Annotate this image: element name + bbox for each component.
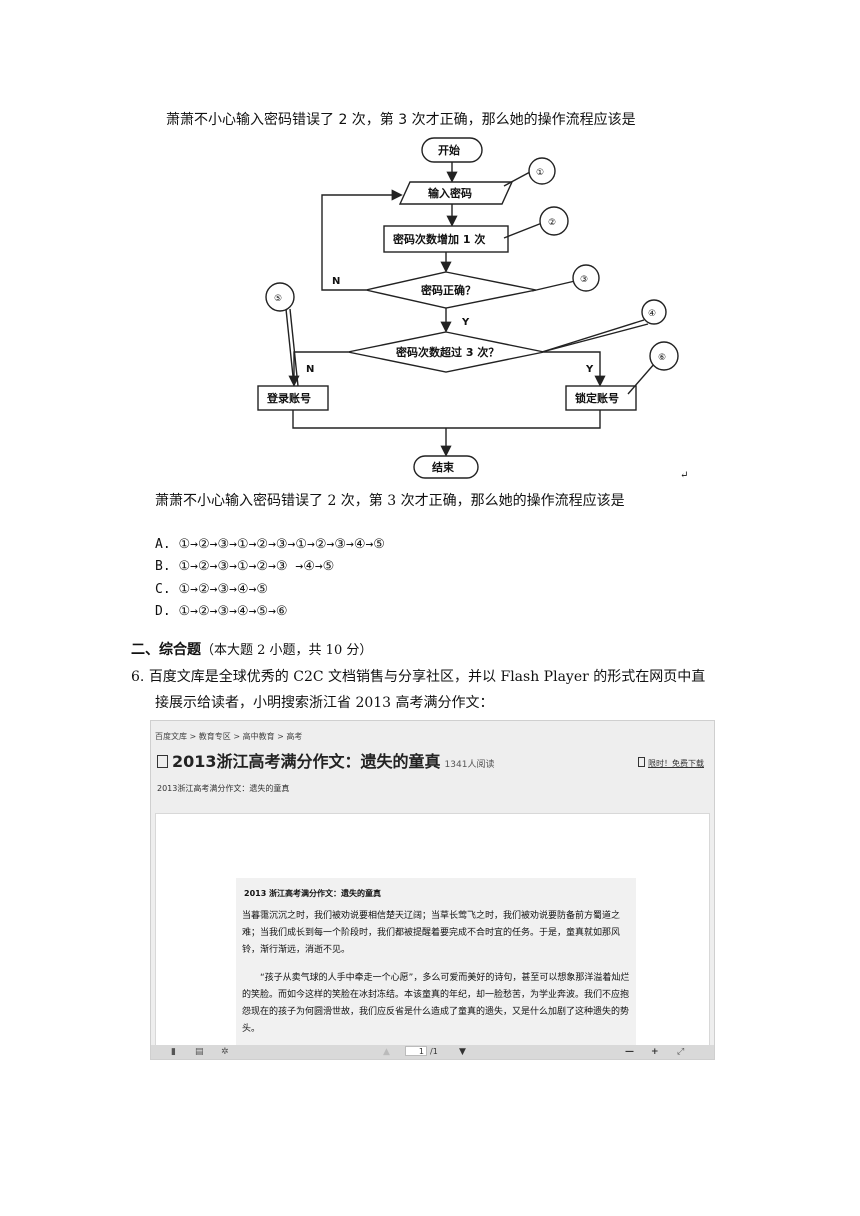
doc-page[interactable]: 2013 浙江高考满分作文：遗失的童真 当暮霭沉沉之时，我们被劝说要相信楚天辽阔… [155, 813, 710, 1058]
callout-5-circle [265, 282, 295, 312]
decision-correct-label: 密码正确？ [421, 283, 476, 297]
start-label: 开始 [438, 143, 460, 157]
callout-2-pointer [503, 222, 543, 239]
callout-5-pointer [285, 308, 295, 387]
callout-2-num: ② [548, 218, 556, 228]
callout-1-circle [528, 157, 556, 185]
next-page-icon[interactable]: ▼ [459, 1047, 466, 1057]
top-caption: 萧萧不小心输入密码错误了 2 次，第 3 次才正确，那么她的操作流程应该是 [166, 112, 636, 128]
option-c[interactable]: C. ①→②→③→④→⑤ [155, 582, 268, 597]
prev-page-icon[interactable]: ▲ [383, 1047, 390, 1057]
question-text: 萧萧不小心输入密码错误了 2 次，第 3 次才正确，那么她的操作流程应该是 [155, 493, 625, 509]
option-a[interactable]: A. ①→②→③→①→②→③→①→②→③→④→⑤ [155, 537, 385, 552]
option-letter: B. [155, 559, 171, 574]
callout-6-num: ⑥ [658, 353, 666, 363]
y-label-mid: Y [461, 317, 470, 328]
paragraph-1: 当暮霭沉沉之时，我们被劝说要相信楚天辽阔；当草长莺飞之时，我们被劝说要防备前方蜀… [242, 911, 621, 955]
option-letter: C. [155, 582, 171, 597]
q6-line1-text: 百度文库是全球优秀的 C2C 文档销售与分享社区，并以 Flash Player… [148, 669, 706, 685]
callout-4-pointer [541, 319, 645, 353]
document-icon [157, 755, 168, 768]
callout-1-pointer [503, 171, 531, 187]
mobile-download-text: 限时！免费下载 [648, 759, 704, 768]
callout-3-pointer [531, 280, 576, 292]
y-label-right: Y [585, 364, 594, 375]
callout-3-circle [572, 264, 600, 292]
share-icon[interactable]: ✲ [221, 1047, 229, 1057]
callout-4-circle [641, 299, 667, 325]
input-password-shape [398, 181, 514, 205]
option-text: ①→②→③→①→②→③→①→②→③→④→⑤ [178, 537, 385, 552]
print-icon[interactable]: ▤ [195, 1047, 204, 1057]
mobile-download-link[interactable]: 限时！免费下载 [638, 757, 704, 769]
section-heading: 二、综合题（本大题 2 小题，共 10 分） [131, 639, 372, 659]
q6-line2: 接展示给读者，小明搜索浙江省 2013 高考满分作文： [155, 695, 494, 711]
section-title: 二、综合题 [131, 642, 201, 658]
input-password-label: 输入密码 [428, 186, 472, 200]
read-count: 1341人阅读 [444, 760, 495, 770]
q6-number: 6. [131, 669, 145, 685]
option-text: ①→②→③→④→⑤→⑥ [178, 604, 288, 619]
login-label: 登录账号 [266, 391, 311, 405]
callout-4-num: ④ [648, 309, 656, 319]
callout-5-num: ⑤ [274, 294, 282, 304]
doc-viewer: 百度文库 > 教育专区 > 高中教育 > 高考 2013浙江高考满分作文：遗失的… [150, 720, 715, 1060]
viewer-title: 2013浙江高考满分作文：遗失的童真 [172, 752, 441, 771]
callout-6-pointer [627, 362, 656, 395]
callout-3-num: ③ [580, 275, 588, 285]
end-terminal [413, 455, 479, 479]
callout-1-num: ① [536, 168, 544, 178]
option-b[interactable]: B. ①→②→③→①→②→③ →④→⑤ [155, 559, 334, 574]
viewer-subtitle: 2013浙江高考满分作文：遗失的童真 [157, 784, 290, 793]
count-inc-label: 密码次数增加 1 次 [393, 232, 485, 246]
option-letter: A. [155, 537, 171, 552]
bookmark-icon[interactable]: ▮ [171, 1047, 176, 1057]
lock-box [565, 385, 637, 411]
option-text: ①→②→③→①→②→③ →④→⑤ [178, 559, 335, 574]
zoom-in-icon[interactable]: + [651, 1047, 659, 1057]
paragraph-2: “孩子从卖气球的人手中牵走一个心愿”，多么可爱而美好的诗句，甚至可以想象那洋溢着… [242, 973, 630, 1034]
viewer-toolbar: ▮ ▤ ✲ ▲ 1 /1 ▼ — + ⤢ [151, 1045, 714, 1059]
section-note: （本大题 2 小题，共 10 分） [201, 643, 373, 658]
callout-6-circle [649, 341, 679, 371]
page-total: /1 [430, 1047, 438, 1056]
decision-over3-label: 密码次数超过 3 次？ [396, 345, 499, 359]
option-letter: D. [155, 604, 171, 619]
phone-icon [638, 757, 645, 767]
stray-mark: ↵ [680, 470, 689, 481]
breadcrumb[interactable]: 百度文库 > 教育专区 > 高中教育 > 高考 [155, 732, 303, 741]
q6-line1: 6. 百度文库是全球优秀的 C2C 文档销售与分享社区，并以 Flash Pla… [131, 665, 705, 689]
fullscreen-icon[interactable]: ⤢ [677, 1047, 685, 1057]
lock-label: 锁定账号 [575, 391, 619, 405]
page-number-input[interactable]: 1 [405, 1046, 427, 1056]
callout-2-circle [539, 206, 569, 236]
n-label-lower: N [306, 364, 314, 375]
zoom-out-icon[interactable]: — [625, 1047, 634, 1057]
end-label: 结束 [431, 460, 455, 474]
option-text: ①→②→③→④→⑤ [178, 582, 269, 597]
option-d[interactable]: D. ①→②→③→④→⑤→⑥ [155, 604, 288, 619]
flowchart: 开始 输入密码 密码次数增加 1 次 密码正确？ 密码次数超过 3 次？ 登录账… [257, 137, 679, 479]
n-label-loop: N [332, 276, 340, 287]
decision-over3-shape [347, 331, 545, 373]
page-title: 2013 浙江高考满分作文：遗失的童真 [244, 889, 382, 898]
doc-page-content: 2013 浙江高考满分作文：遗失的童真 当暮霭沉沉之时，我们被劝说要相信楚天辽阔… [236, 878, 636, 1058]
count-inc-box [383, 225, 509, 253]
